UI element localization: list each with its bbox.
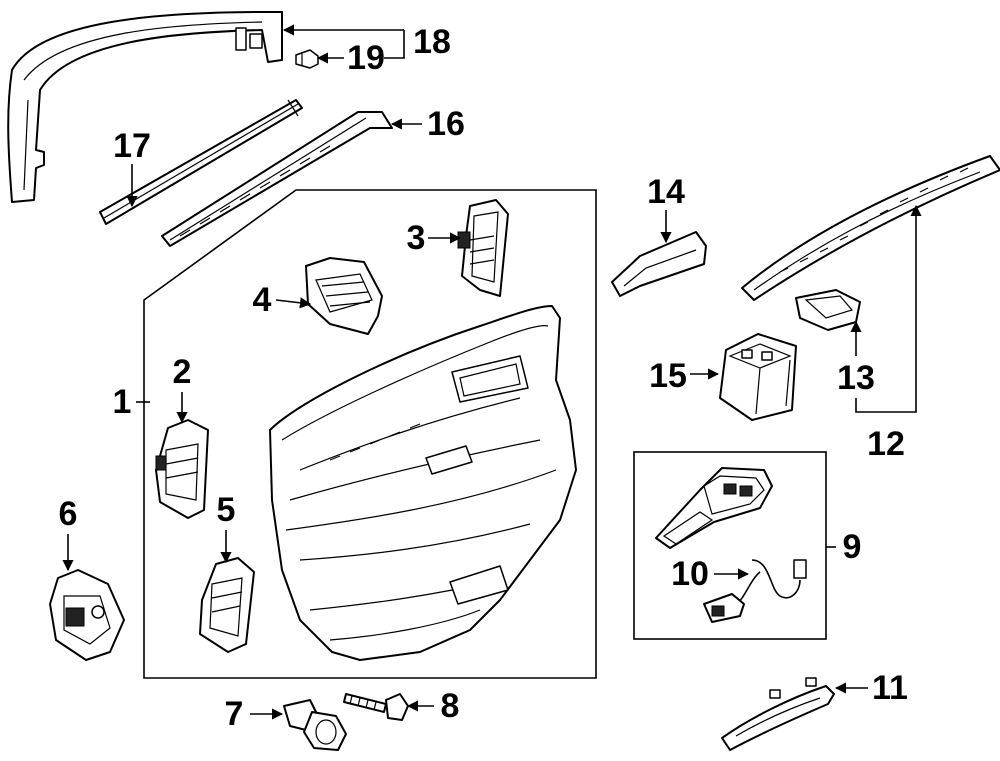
part-3-bezel [457, 199, 509, 297]
part-9-master-switch [655, 467, 773, 549]
part-1-door-trim-panel [269, 305, 577, 661]
part-1-group-outline [143, 189, 597, 679]
part-10-wiring-harness [703, 559, 807, 623]
callout-9: 9 [843, 528, 862, 566]
part-2-pull-cup [155, 419, 209, 519]
part-9-group-outline [633, 451, 827, 640]
callout-8: 8 [441, 687, 460, 725]
callout-19: 19 [347, 39, 385, 77]
part-7-screw [283, 699, 347, 751]
callout-2: 2 [173, 353, 192, 391]
callout-4: 4 [253, 281, 272, 319]
callout-14: 14 [647, 173, 685, 211]
part-8-screw [343, 693, 409, 721]
callout-5: 5 [217, 491, 236, 529]
callout-15: 15 [649, 357, 687, 395]
part-11-handle [721, 677, 835, 751]
part-16-belt-weatherstrip [161, 111, 393, 247]
part-15-switch [719, 333, 797, 421]
callout-1: 1 [113, 383, 132, 421]
callout-18: 18 [413, 23, 451, 61]
part-4-bracket [305, 257, 383, 335]
callout-12: 12 [867, 425, 905, 463]
callout-17: 17 [113, 127, 151, 165]
callout-16: 16 [427, 105, 465, 143]
callout-11: 11 [872, 669, 908, 707]
callout-10: 10 [671, 555, 709, 593]
part-19-clip [295, 49, 319, 69]
callout-13: 13 [837, 359, 875, 397]
part-18-frame-molding [7, 11, 283, 203]
callout-7: 7 [225, 695, 244, 733]
part-14-trim-strip [611, 231, 707, 297]
part-5-pull-cup [199, 557, 255, 653]
callout-labels: 1 2 3 4 5 6 7 8 9 10 11 12 13 14 15 16 1… [59, 23, 908, 733]
callout-6: 6 [59, 495, 78, 533]
part-6-bracket [49, 569, 125, 661]
callout-3: 3 [407, 219, 426, 257]
part-12-trim-applique [741, 155, 1000, 301]
part-13-clip [795, 289, 861, 331]
leader-lines [62, 24, 922, 720]
